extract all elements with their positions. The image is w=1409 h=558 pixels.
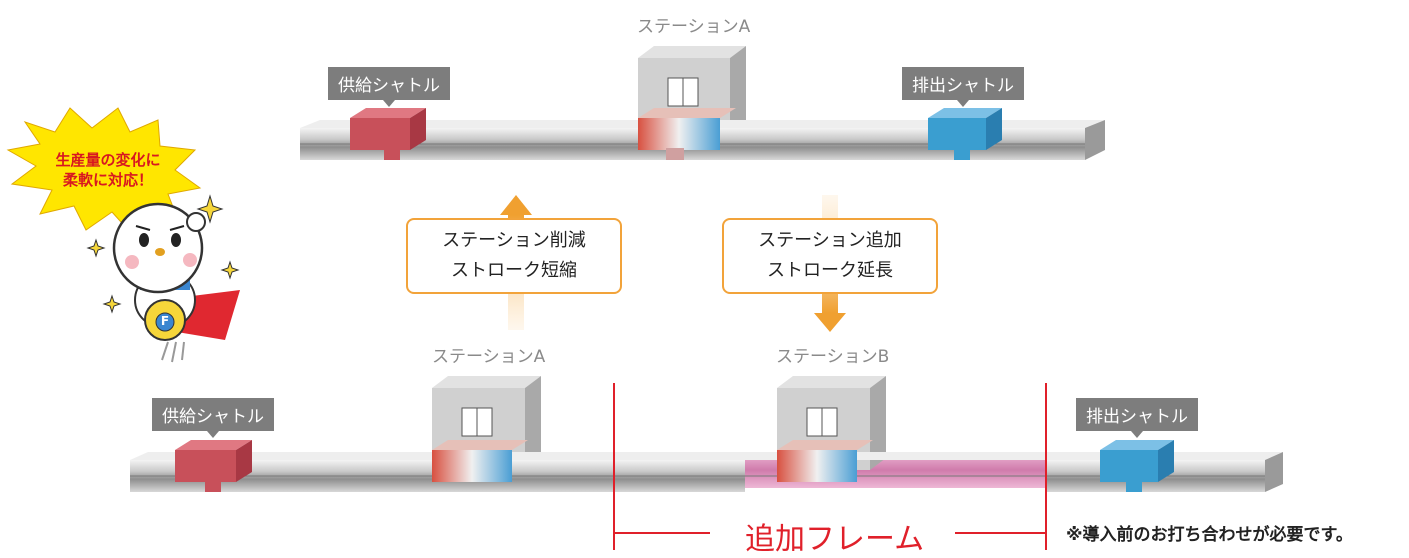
additional-frame-bracket [613,383,1047,550]
reduce-line-2: ストローク短縮 [451,260,577,281]
reduce-info-box: ステーション削減 ストローク短縮 [406,218,622,294]
bottom-discharge-shuttle-carriage [1100,440,1174,492]
add-info-box: ステーション追加 ストローク延長 [722,218,938,294]
top-station-a-label: ステーションA [637,17,751,37]
bottom-supply-shuttle-carriage [175,440,252,492]
top-supply-shuttle-tag: 供給シャトル [328,67,450,107]
pre-installation-note: ※導入前のお打ち合わせが必要です。 [1066,525,1353,545]
speech-line-1: 生産量の変化に [55,151,161,169]
mascot-emblem-text: F [160,314,170,328]
add-line-2: ストローク延長 [767,260,893,281]
top-supply-shuttle-carriage [350,108,426,160]
bottom-station-b-label: ステーションB [776,347,890,367]
top-discharge-shuttle-carriage [928,108,1002,160]
speech-line-2: 柔軟に対応！ [62,171,153,189]
bottom-carriage-station-b [777,440,873,482]
bottom-carriage-station-a [432,440,528,482]
bottom-station-a-label: ステーションA [432,347,546,367]
add-line-1: ステーション追加 [758,230,902,251]
top-center-carriage [638,108,736,160]
reduce-line-1: ステーション削減 [442,230,586,251]
additional-frame-label: 追加フレーム [745,522,925,557]
bottom-discharge-shuttle-tag: 排出シャトル [1076,398,1198,438]
mascot-speech-text: 生産量の変化に 柔軟に対応！ [38,150,178,190]
mascot [112,202,240,363]
sparkle-icons [86,194,240,314]
top-discharge-shuttle-tag: 排出シャトル [902,67,1024,107]
mascot-badge-text: NKE [153,278,177,289]
bottom-supply-shuttle-tag: 供給シャトル [152,398,274,438]
